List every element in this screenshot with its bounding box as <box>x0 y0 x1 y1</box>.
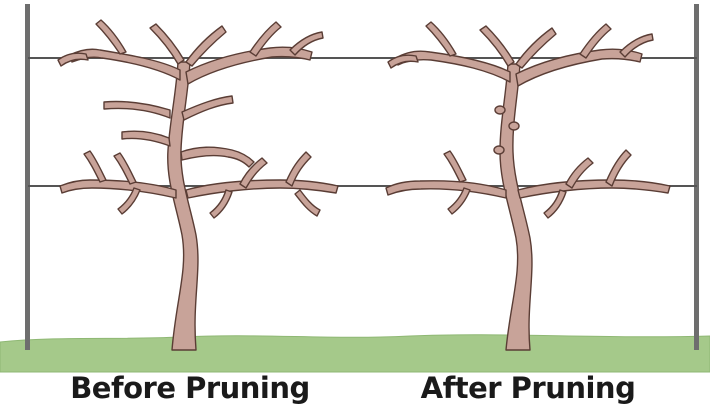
crown-sprig <box>387 54 419 69</box>
vine-after-pruning <box>385 21 671 351</box>
middle-shoot-left <box>103 100 171 119</box>
lower-arm-left <box>59 179 177 199</box>
upper-arm-right <box>185 46 313 85</box>
trunk <box>167 61 199 351</box>
lower-sprig <box>209 189 233 219</box>
trellis-post-left <box>25 4 30 350</box>
lower-sprig <box>117 187 141 215</box>
caption-after-pruning: After Pruning <box>420 371 636 405</box>
lower-arm-right <box>517 179 671 199</box>
lower-sprig <box>239 157 268 189</box>
upper-arm-left <box>395 50 511 83</box>
pruned-stub <box>493 145 505 155</box>
crown-sprig <box>149 23 185 65</box>
lower-sprig <box>605 149 632 187</box>
upper-arm-left <box>69 48 181 81</box>
lower-sprig <box>543 189 567 219</box>
crown-sprig <box>579 23 612 59</box>
vine-before-pruning <box>57 19 339 351</box>
crown-sprig <box>95 19 127 55</box>
crown-sprig <box>57 52 89 67</box>
lower-arm-right <box>185 179 339 199</box>
lower-sprig <box>565 157 594 189</box>
trunk <box>499 63 533 351</box>
lower-sprig <box>113 152 137 185</box>
crown-sprig <box>515 27 557 69</box>
crown-sprig <box>479 25 515 67</box>
pruned-stub <box>494 105 506 115</box>
lower-sprig <box>447 187 471 215</box>
upper-arm-right <box>515 48 643 87</box>
caption-before-pruning: Before Pruning <box>70 371 310 405</box>
crown-sprig <box>289 31 324 56</box>
crown-sprig <box>185 25 227 67</box>
lower-sprig <box>285 151 312 187</box>
lower-sprig <box>294 189 321 217</box>
middle-shoot-right <box>180 146 255 168</box>
lower-sprig <box>443 150 467 183</box>
crown-sprig <box>619 33 654 58</box>
middle-shoot-right <box>181 95 234 121</box>
middle-shoot-left <box>121 130 171 147</box>
crown-sprig <box>249 21 282 57</box>
trellis-post-right <box>694 4 699 350</box>
crown-sprig <box>425 21 457 57</box>
pruned-stub <box>508 121 520 131</box>
lower-arm-left <box>385 180 507 199</box>
lower-sprig <box>83 150 107 183</box>
